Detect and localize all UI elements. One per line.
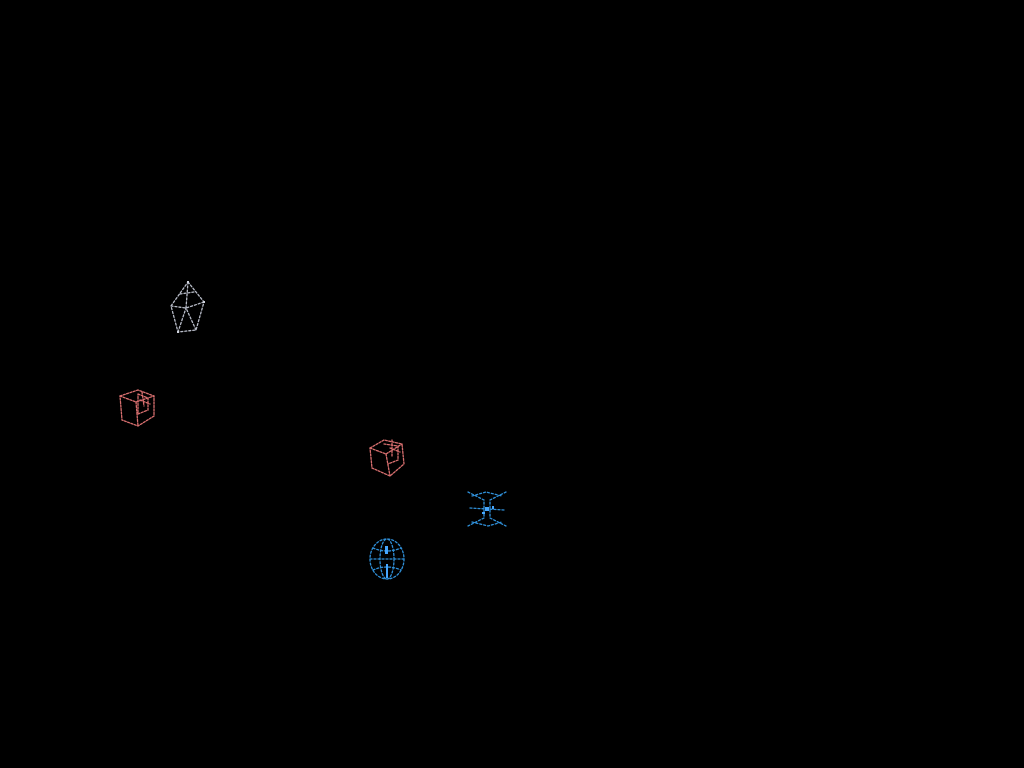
cube-wireframe-shape <box>369 439 405 477</box>
wireframe-cube-icon[interactable] <box>114 386 160 432</box>
wireframe-cross-icon[interactable] <box>462 486 512 532</box>
wireframe-diamond-icon[interactable] <box>166 280 210 336</box>
cube-wireframe-shape <box>119 389 155 427</box>
wireframe-cube-icon[interactable] <box>364 436 410 482</box>
cross-wireframe-shape <box>467 491 507 527</box>
wireframe-sphere-icon[interactable] <box>364 534 410 584</box>
sphere-wireframe-shape <box>369 538 405 580</box>
diamond-wireframe-shape <box>170 280 205 333</box>
